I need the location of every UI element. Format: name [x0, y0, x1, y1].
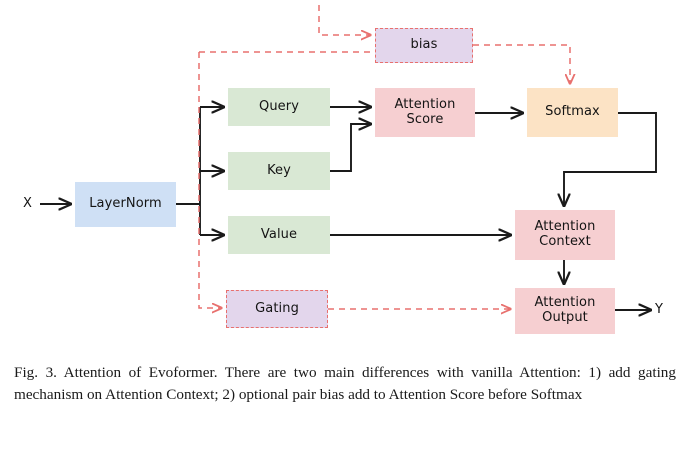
node-attention-score[interactable]: Attention Score [375, 88, 475, 137]
edge-softmax-to-context [564, 112, 657, 205]
edges-layer [40, 5, 657, 350]
edge-layernorm-dashed-trunk [198, 52, 221, 308]
diagram-canvas: LayerNorm Query Key Value Attention Scor… [23, 5, 663, 350]
edge-paths [40, 5, 657, 310]
node-key[interactable]: Key [228, 152, 330, 190]
node-value[interactable]: Value [228, 216, 330, 254]
node-attention-output[interactable]: Attention Output [515, 288, 615, 334]
node-gating[interactable]: Gating [226, 290, 328, 328]
node-attention-context[interactable]: Attention Context [515, 210, 615, 260]
edge-bias-to-softmax [473, 44, 570, 83]
node-layernorm[interactable]: LayerNorm [75, 182, 176, 227]
node-query[interactable]: Query [228, 88, 330, 126]
output-label-y: Y [655, 302, 663, 317]
input-label-x: X [23, 196, 32, 211]
figure-caption: Fig. 3. Attention of Evoformer. There ar… [14, 364, 676, 404]
edge-pair-in-to-bias [318, 5, 370, 35]
node-bias[interactable]: bias [375, 28, 473, 63]
edge-key-to-score [330, 124, 370, 172]
node-softmax[interactable]: Softmax [527, 88, 618, 137]
